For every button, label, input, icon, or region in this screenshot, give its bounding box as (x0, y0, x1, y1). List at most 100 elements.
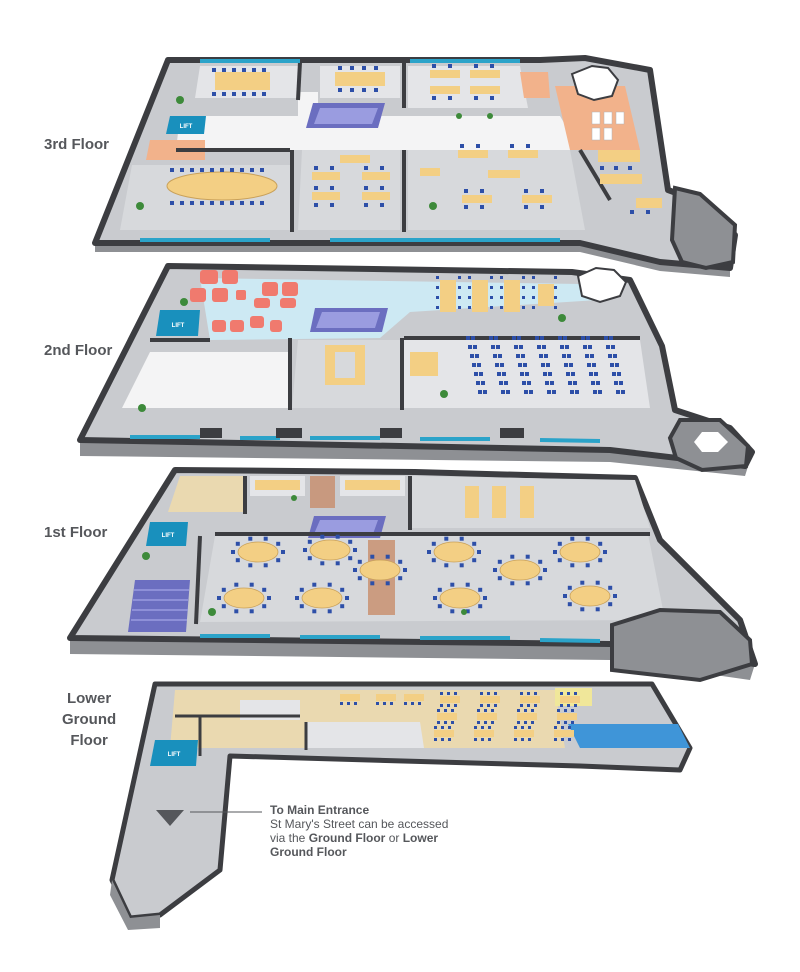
round-table (301, 587, 343, 609)
chair (295, 596, 299, 600)
chair (436, 276, 439, 279)
round-table (569, 585, 611, 607)
chair (481, 381, 485, 385)
chair (248, 536, 253, 541)
callout-line-2-mid: or (385, 831, 403, 845)
chair (568, 381, 572, 385)
chair (609, 336, 613, 340)
chair (347, 702, 350, 705)
chair (327, 582, 332, 587)
chair (531, 721, 534, 724)
table (514, 730, 534, 737)
chair (603, 550, 607, 554)
chair (554, 306, 557, 309)
chair (610, 363, 614, 367)
chair (614, 381, 618, 385)
table (440, 696, 460, 703)
chair (544, 354, 548, 358)
chair (616, 390, 620, 394)
chair (480, 692, 483, 695)
chair (554, 296, 557, 299)
chair (221, 604, 226, 609)
chair (481, 726, 484, 729)
chair (248, 563, 253, 568)
chair (519, 345, 523, 349)
chair (465, 582, 470, 587)
chair (427, 550, 431, 554)
chair (606, 345, 610, 349)
table (340, 694, 360, 701)
chair (570, 563, 575, 568)
chair (370, 554, 375, 559)
chair (458, 296, 461, 299)
chair (263, 563, 268, 568)
chair (527, 381, 531, 385)
second-floor-plants (138, 298, 566, 412)
chair (557, 558, 562, 563)
chair (468, 286, 471, 289)
chair (554, 726, 557, 729)
chair (517, 721, 520, 724)
chair (436, 306, 439, 309)
chair (537, 345, 541, 349)
chair (348, 556, 353, 561)
chair (516, 354, 520, 358)
chair (538, 559, 543, 564)
chair (459, 563, 464, 568)
chair (497, 576, 502, 581)
chair (465, 609, 470, 614)
chair (534, 692, 537, 695)
chair (495, 363, 499, 367)
chair (575, 390, 579, 394)
chair (574, 692, 577, 695)
chair (562, 354, 566, 358)
chair (496, 345, 500, 349)
table (477, 713, 497, 720)
chair (532, 296, 535, 299)
lower-ground-label-line-1: Lower (66, 690, 112, 707)
chair (598, 390, 602, 394)
chair (477, 721, 480, 724)
chair (617, 372, 621, 376)
chair (550, 381, 554, 385)
callout-lower: Lower (402, 831, 439, 845)
round-table (223, 587, 265, 609)
chair (231, 550, 235, 554)
chair (567, 602, 572, 607)
chair (528, 726, 531, 729)
chair (554, 738, 557, 741)
chair (235, 558, 240, 563)
chair (303, 548, 307, 552)
chair (468, 306, 471, 309)
chair (506, 390, 510, 394)
chair (345, 596, 349, 600)
chair (589, 372, 593, 376)
chair (478, 390, 482, 394)
chair (468, 296, 471, 299)
chair (585, 563, 590, 568)
chair (514, 345, 518, 349)
chair (490, 296, 493, 299)
chair (518, 363, 522, 367)
chair (604, 336, 608, 340)
table (434, 730, 454, 737)
chair (437, 709, 440, 712)
chair (370, 581, 375, 586)
chair (478, 587, 483, 592)
chair (477, 550, 481, 554)
chair (484, 709, 487, 712)
chair (517, 709, 520, 712)
chair (564, 709, 567, 712)
chair (571, 721, 574, 724)
chair (545, 381, 549, 385)
chair (580, 580, 585, 585)
chair (522, 286, 525, 289)
chair (522, 276, 525, 279)
chair (263, 536, 268, 541)
main-entrance-callout: To Main Entrance St Mary's Street can be… (270, 803, 500, 859)
chair (235, 541, 240, 546)
chair (543, 372, 547, 376)
chair (532, 306, 535, 309)
chair (479, 372, 483, 376)
table (376, 694, 396, 701)
